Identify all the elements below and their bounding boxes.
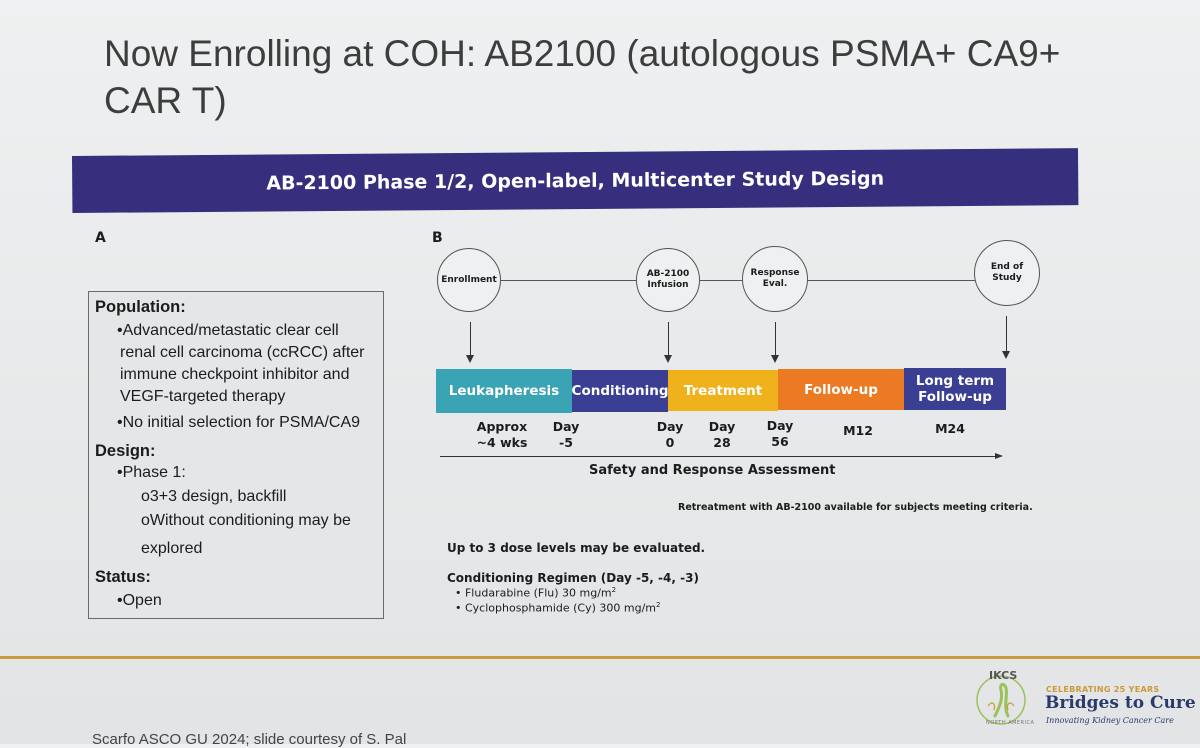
- phase-treatment: Treatment: [668, 370, 778, 411]
- phase-label: Leukapheresis: [448, 383, 560, 399]
- time-label-text: Day: [552, 419, 580, 434]
- time-label-text: Day: [656, 419, 684, 434]
- milestone-connector-line: [500, 280, 976, 281]
- time-label-text: Approx: [476, 419, 528, 434]
- population-bullet-1-line-3: immune checkpoint inhibitor and: [120, 366, 350, 383]
- design-heading: Design:: [95, 442, 156, 460]
- brand-name: Bridges to Cure: [1045, 693, 1196, 713]
- time-label-text: Day: [766, 418, 794, 433]
- phase-label: Treatment: [683, 382, 763, 399]
- assessment-arrow: [440, 453, 1003, 459]
- milestone-label: Enrollment: [441, 274, 497, 285]
- time-label-approx: Approx~4 wks: [466, 419, 538, 451]
- time-label-m24: M24: [935, 421, 965, 436]
- slide-title: Now Enrolling at COH: AB2100 (autologous…: [104, 33, 1061, 121]
- status-heading: Status:: [95, 568, 151, 586]
- milestone-label: Study: [992, 273, 1022, 283]
- phase-label: Follow-up: [804, 381, 878, 398]
- time-label-day-minus-5: Day-5: [546, 419, 586, 451]
- phase-label: Follow-up: [918, 389, 992, 405]
- population-bullet-2: •No initial selection for PSMA/CA9: [117, 414, 361, 431]
- fludarabine-sup: 2: [611, 586, 617, 594]
- population-bullet-1-line-1: •Advanced/metastatic clear cell: [117, 322, 339, 339]
- design-sub-1: o3+3 design, backfill: [141, 488, 287, 505]
- population-design-box: Population: •Advanced/metastatic clear c…: [88, 291, 384, 619]
- population-bullet-1-line-2: renal cell carcinoma (ccRCC) after: [120, 344, 365, 361]
- celebrating-text: CELEBRATING 25 YEARS: [1046, 685, 1160, 694]
- milestone-enrollment: Enrollment: [437, 248, 501, 312]
- brand-tagline: Innovating Kidney Cancer Care: [1046, 716, 1174, 725]
- population-heading: Population:: [95, 298, 186, 316]
- design-phase-1: •Phase 1:: [117, 464, 186, 481]
- ikcs-ribbon-logo-icon: [976, 675, 1026, 725]
- milestone-label: Response: [750, 268, 800, 278]
- phase-leukapheresis: Leukapheresis: [436, 369, 572, 413]
- design-sub-2-line-2: explored: [141, 540, 203, 557]
- time-label-text: 28: [713, 435, 731, 450]
- milestone-label: Infusion: [647, 280, 689, 290]
- milestone-label: End of: [990, 262, 1024, 272]
- cyclophosphamide-item: • Cyclophosphamide (Cy) 300 mg/m2: [455, 601, 661, 615]
- cyclophosphamide-sup: 2: [656, 601, 661, 609]
- footer-divider: [0, 656, 1200, 659]
- status-value: •Open: [117, 592, 162, 609]
- conditioning-regimen-heading: Conditioning Regimen (Day -5, -4, -3): [447, 571, 699, 585]
- retreatment-note: Retreatment with AB-2100 available for s…: [678, 502, 1033, 513]
- design-sub-2-line-1: oWithout conditioning may be: [141, 512, 351, 529]
- time-label-text: 56: [771, 434, 789, 449]
- time-label-text: 0: [665, 435, 675, 450]
- phase-conditioning: Conditioning: [572, 370, 668, 412]
- time-label-text: Day: [708, 419, 736, 434]
- panel-b-letter: B: [432, 230, 443, 246]
- arrow-down-icon: [664, 322, 672, 363]
- milestone-label: Eval.: [762, 279, 788, 289]
- logo-ring-text: NORTH AMERICA: [986, 720, 1035, 726]
- milestone-label: AB-2100: [646, 269, 690, 279]
- arrow-down-icon: [466, 322, 474, 363]
- time-label-text: -5: [559, 435, 573, 450]
- citation: Scarfo ASCO GU 2024; slide courtesy of S…: [92, 731, 407, 748]
- phase-follow-up: Follow-up: [778, 369, 904, 410]
- time-label-m12: M12: [843, 423, 873, 438]
- fludarabine-item: • Fludarabine (Flu) 30 mg/m2: [455, 586, 616, 600]
- safety-response-label: Safety and Response Assessment: [589, 463, 836, 478]
- phase-label: Long term: [915, 373, 995, 389]
- panel-a-letter: A: [95, 230, 106, 246]
- time-label-text: ~4 wks: [476, 435, 528, 450]
- logo-acronym: IKCS: [989, 669, 1018, 682]
- study-design-banner: AB-2100 Phase 1/2, Open-label, Multicent…: [72, 148, 1079, 213]
- arrow-down-icon: [771, 322, 779, 363]
- banner-title: AB-2100 Phase 1/2, Open-label, Multicent…: [266, 167, 885, 194]
- cyclophosphamide-text: • Cyclophosphamide (Cy) 300 mg/m: [455, 601, 657, 615]
- arrow-down-icon: [1002, 316, 1010, 359]
- phase-label: Conditioning: [571, 383, 669, 399]
- dose-levels-note: Up to 3 dose levels may be evaluated.: [447, 541, 706, 555]
- population-bullet-1-line-4: VEGF-targeted therapy: [120, 388, 286, 405]
- fludarabine-text: • Fludarabine (Flu) 30 mg/m: [455, 586, 612, 600]
